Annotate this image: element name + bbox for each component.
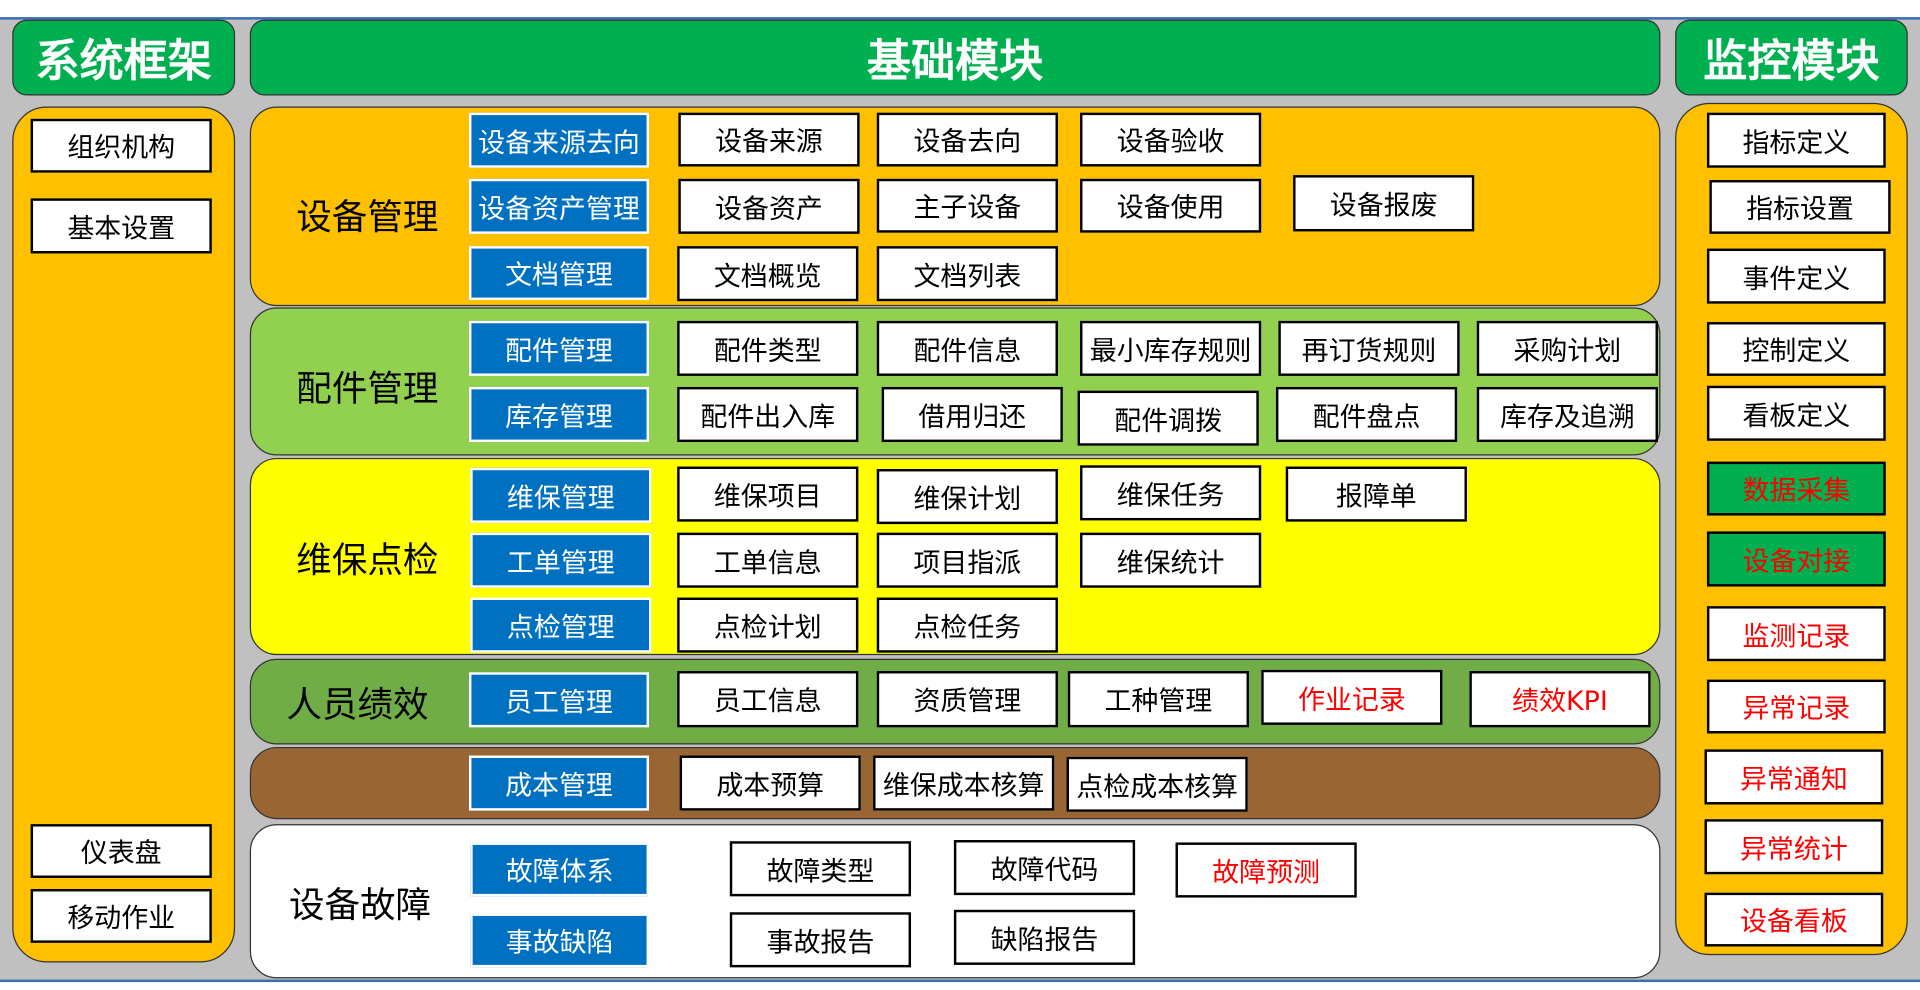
module-item-maintenance[interactable]: 项目指派 [876, 532, 1058, 588]
monitor-item[interactable]: 看板定义 [1706, 385, 1886, 441]
module-item-equipment[interactable]: 文档列表 [876, 246, 1058, 302]
module-item-maintenance[interactable]: 维保项目 [677, 466, 859, 522]
module-item-fault[interactable]: 故障代码 [953, 840, 1136, 896]
monitor-item[interactable]: 控制定义 [1706, 322, 1886, 376]
module-item-equipment[interactable]: 设备资产 [678, 178, 860, 234]
category-maintenance[interactable]: 点检管理 [470, 597, 652, 653]
system-item[interactable]: 仪表盘 [30, 824, 212, 878]
category-maintenance[interactable]: 维保管理 [470, 467, 652, 523]
header-base-modules: 基础模块 [249, 19, 1661, 96]
module-item-cost[interactable]: 成本预算 [679, 755, 861, 811]
module-item-parts[interactable]: 再订货规则 [1278, 320, 1460, 376]
category-equipment[interactable]: 设备资产管理 [468, 178, 649, 234]
section-title-maintenance: 维保点检 [296, 538, 439, 581]
module-item-parts[interactable]: 配件调拨 [1077, 390, 1259, 446]
category-fault[interactable]: 事故缺陷 [470, 913, 649, 968]
module-item-staff[interactable]: 作业记录 [1261, 669, 1443, 725]
module-item-parts[interactable]: 采购计划 [1476, 320, 1658, 376]
module-item-equipment[interactable]: 设备来源 [678, 112, 860, 167]
monitor-panel [1675, 102, 1908, 956]
module-item-maintenance[interactable]: 维保任务 [1080, 465, 1262, 521]
section-title-parts: 配件管理 [296, 367, 439, 409]
section-title-equipment: 设备管理 [296, 195, 439, 238]
module-item-staff[interactable]: 员工信息 [677, 671, 859, 728]
monitor-item[interactable]: 数据采集 [1706, 461, 1886, 516]
system-item[interactable]: 移动作业 [30, 888, 212, 943]
system-item[interactable]: 组织机构 [30, 118, 212, 173]
category-maintenance[interactable]: 工单管理 [470, 532, 652, 588]
module-item-parts[interactable]: 配件出入库 [677, 386, 859, 443]
module-item-parts[interactable]: 配件盘点 [1275, 386, 1458, 443]
monitor-item[interactable]: 异常通知 [1704, 749, 1884, 805]
system-item[interactable]: 基本设置 [30, 198, 212, 254]
module-item-maintenance[interactable]: 工单信息 [677, 532, 859, 588]
section-title-fault: 设备故障 [288, 884, 432, 926]
category-fault[interactable]: 故障体系 [470, 842, 649, 897]
module-item-equipment[interactable]: 设备报废 [1293, 175, 1475, 232]
monitor-item[interactable]: 事件定义 [1706, 248, 1886, 304]
header-monitor-modules: 监控模块 [1675, 19, 1908, 96]
monitor-item[interactable]: 监测记录 [1706, 606, 1886, 662]
header-system-framework: 系统框架 [12, 19, 236, 96]
module-item-equipment[interactable]: 主子设备 [876, 178, 1058, 233]
module-item-cost[interactable]: 点检成本核算 [1066, 756, 1248, 812]
module-item-maintenance[interactable]: 维保计划 [876, 468, 1058, 525]
module-item-fault[interactable]: 缺陷报告 [953, 909, 1136, 965]
monitor-item[interactable]: 异常记录 [1706, 679, 1886, 734]
section-title-staff: 人员绩效 [286, 683, 429, 725]
module-item-equipment[interactable]: 设备去向 [876, 112, 1058, 167]
category-equipment[interactable]: 设备来源去向 [468, 112, 649, 168]
module-item-cost[interactable]: 维保成本核算 [873, 755, 1055, 811]
category-parts[interactable]: 库存管理 [468, 386, 649, 443]
module-item-staff[interactable]: 资质管理 [876, 671, 1058, 728]
module-item-parts[interactable]: 借用归还 [881, 386, 1063, 443]
module-item-parts[interactable]: 配件类型 [677, 320, 859, 376]
category-cost[interactable]: 成本管理 [468, 755, 649, 811]
module-item-staff[interactable]: 绩效KPI [1469, 671, 1651, 728]
module-item-maintenance[interactable]: 维保统计 [1080, 532, 1262, 588]
module-item-equipment[interactable]: 设备使用 [1080, 178, 1262, 233]
module-item-maintenance[interactable]: 报障单 [1285, 466, 1467, 522]
category-parts[interactable]: 配件管理 [468, 320, 649, 376]
monitor-item[interactable]: 指标定义 [1706, 112, 1886, 168]
category-staff[interactable]: 员工管理 [468, 672, 649, 728]
module-item-maintenance[interactable]: 点检计划 [677, 597, 859, 653]
monitor-item[interactable]: 指标设置 [1709, 180, 1891, 234]
module-item-parts[interactable]: 配件信息 [876, 320, 1058, 376]
module-item-fault[interactable]: 故障预测 [1175, 842, 1357, 898]
monitor-item[interactable]: 设备看板 [1704, 892, 1884, 947]
module-item-staff[interactable]: 工种管理 [1067, 671, 1249, 728]
monitor-item[interactable]: 异常统计 [1704, 819, 1884, 875]
module-item-equipment[interactable]: 文档概览 [677, 246, 859, 302]
module-item-maintenance[interactable]: 点检任务 [876, 597, 1058, 653]
module-item-parts[interactable]: 最小库存规则 [1080, 320, 1262, 376]
module-item-equipment[interactable]: 设备验收 [1080, 112, 1262, 167]
module-item-fault[interactable]: 事故报告 [729, 912, 912, 968]
category-equipment[interactable]: 文档管理 [468, 246, 649, 301]
module-item-parts[interactable]: 库存及追溯 [1476, 386, 1658, 443]
monitor-item[interactable]: 设备对接 [1706, 531, 1886, 587]
module-item-fault[interactable]: 故障类型 [729, 841, 912, 897]
